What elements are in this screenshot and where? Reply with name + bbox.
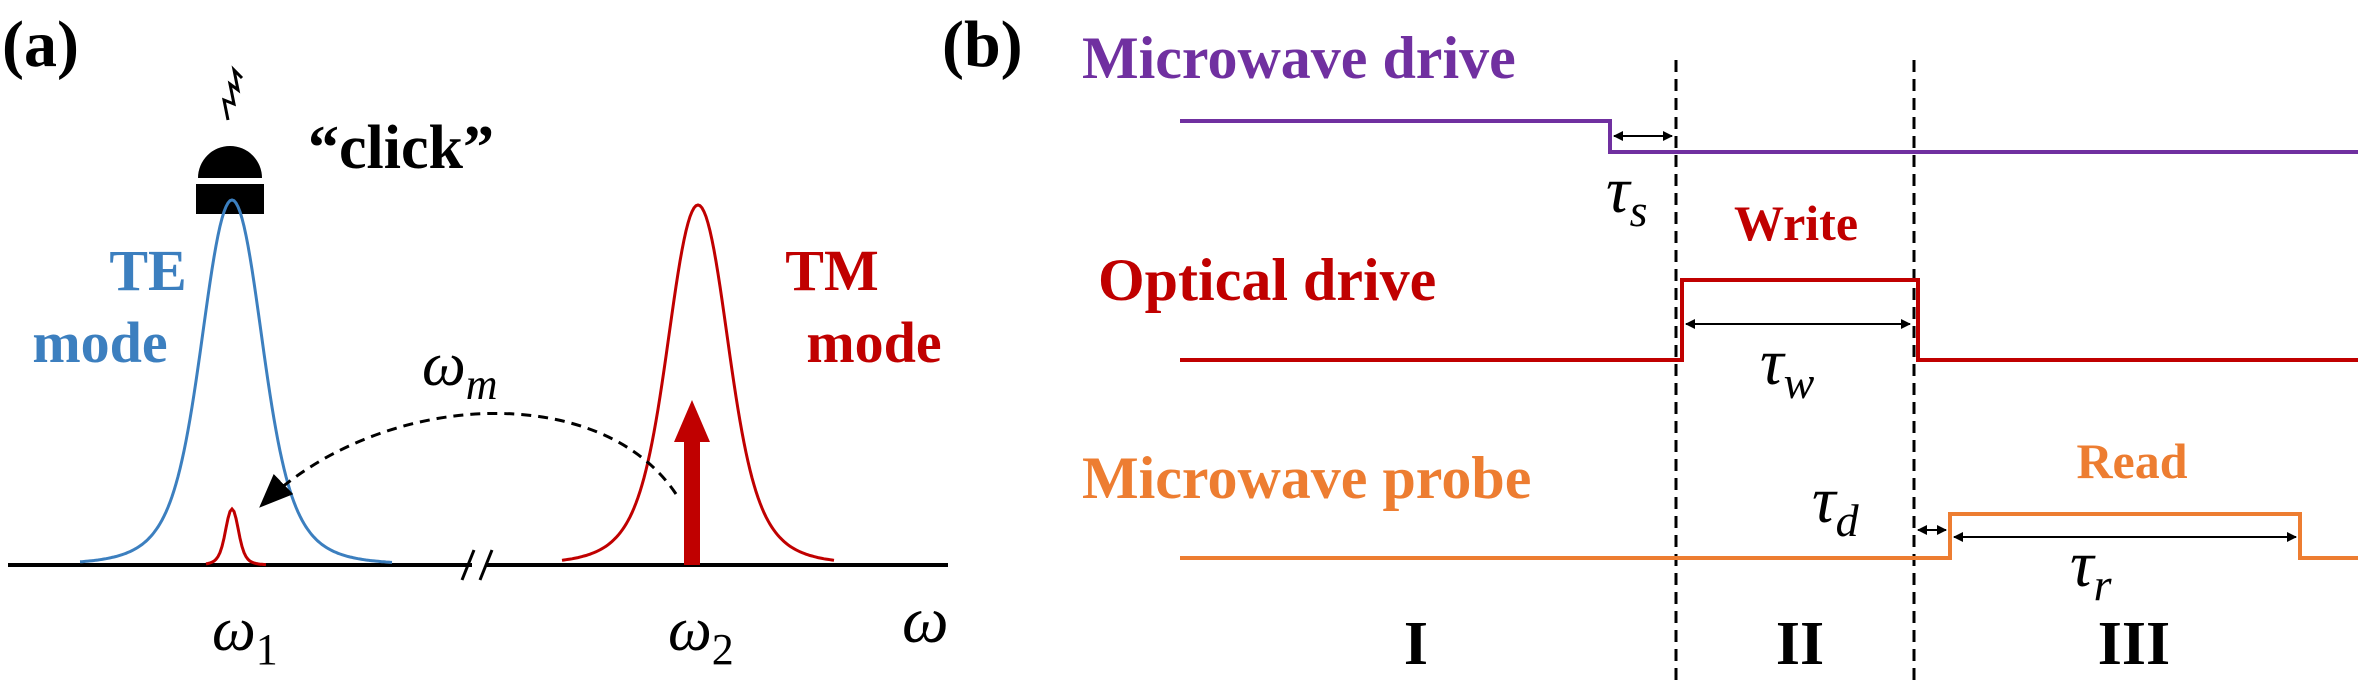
tau-r-label: τr	[2070, 528, 2113, 610]
te-mode-label-line1: TE	[109, 238, 186, 303]
microwave-drive-waveform	[1180, 119, 2358, 154]
omega-2-label: ω2	[668, 596, 734, 674]
tm-mode-label-line1: TM	[785, 238, 878, 303]
tau-d-label: τd	[1812, 464, 1860, 546]
axis-break-marks	[460, 549, 494, 581]
omega-1-label: ω1	[212, 596, 278, 674]
te-mode-resonance-curve	[79, 198, 393, 564]
click-label: “click”	[308, 114, 494, 182]
te-mode-label-line2: mode	[32, 310, 167, 375]
panel-b: (b) Microwave drive Optical drive Microw…	[942, 8, 2358, 680]
region-iii-label: III	[2098, 610, 2170, 678]
panel-b-label: (b)	[942, 8, 1023, 81]
microwave-probe-waveform	[1180, 512, 2358, 560]
detector-icon	[194, 65, 266, 214]
optical-drive-waveform	[1180, 278, 2358, 362]
tm-mode-resonance-curve	[561, 203, 835, 562]
microwave-drive-label: Microwave drive	[1082, 25, 1516, 91]
tau-s-label: τs	[1606, 154, 1648, 236]
frequency-conversion-arrow	[259, 411, 678, 508]
region-i-label: I	[1404, 610, 1428, 678]
tau-w-label: τw	[1760, 326, 1815, 408]
region-ii-label: II	[1776, 610, 1824, 678]
omega-axis-label: ω	[902, 584, 949, 657]
panel-a-label: (a)	[2, 8, 79, 81]
read-label: Read	[2076, 433, 2187, 489]
optical-drive-label: Optical drive	[1098, 247, 1436, 313]
converted-photon-peak	[205, 506, 267, 567]
write-label: Write	[1734, 195, 1858, 251]
omega-m-label: ωm	[422, 331, 498, 409]
optical-pump-arrow	[674, 400, 710, 565]
panel-a: (a) “click” TE mode TM mode	[2, 8, 949, 674]
microwave-probe-label: Microwave probe	[1082, 445, 1531, 511]
tm-mode-label-line2: mode	[806, 310, 941, 375]
